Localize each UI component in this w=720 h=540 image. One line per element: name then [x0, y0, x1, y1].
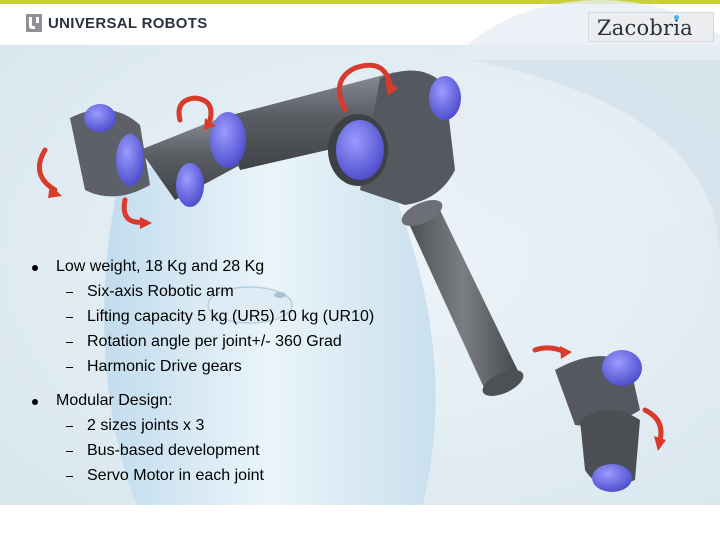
zacobria-dot-icon — [674, 15, 679, 20]
sub-item-text: Six-axis Robotic arm — [87, 283, 234, 300]
sub-item-text: Rotation angle per joint+/- 360 Grad — [87, 333, 342, 350]
sub-list: 2 sizes joints x 3 Bus-based development… — [56, 416, 452, 486]
sub-item: Harmonic Drive gears — [56, 357, 452, 377]
sub-item-text: Servo Motor in each joint — [87, 467, 264, 484]
dash-icon — [66, 317, 73, 318]
sub-item-text: Harmonic Drive gears — [87, 358, 242, 375]
bullet-item: Low weight, 18 Kg and 28 Kg Six-axis Rob… — [32, 257, 452, 377]
ur-mark-icon — [26, 14, 42, 32]
universal-robots-wordmark: UNIVERSAL ROBOTS — [48, 15, 208, 32]
sub-item: Rotation angle per joint+/- 360 Grad — [56, 332, 452, 352]
joint-cap — [336, 120, 384, 180]
sub-item: Lifting capacity 5 kg (UR5) 10 kg (UR10) — [56, 307, 452, 327]
universal-robots-logo: UNIVERSAL ROBOTS — [26, 14, 208, 32]
upper-arm — [220, 72, 415, 170]
dash-icon — [66, 342, 73, 343]
sub-item-text: Bus-based development — [87, 442, 260, 459]
dash-icon — [66, 426, 73, 427]
bullet-dot-icon — [32, 265, 38, 271]
dash-icon — [66, 451, 73, 452]
sub-item-text: Lifting capacity 5 kg (UR5) 10 kg (UR10) — [87, 308, 375, 325]
sub-item: Bus-based development — [56, 441, 452, 461]
bullet-item: Modular Design: 2 sizes joints x 3 Bus-b… — [32, 391, 452, 486]
bullet-dot-icon — [32, 399, 38, 405]
dash-icon — [66, 367, 73, 368]
dash-icon — [66, 476, 73, 477]
bullet-list: Low weight, 18 Kg and 28 Kg Six-axis Rob… — [32, 257, 452, 491]
sub-list: Six-axis Robotic arm Lifting capacity 5 … — [56, 282, 452, 377]
bullet-text: Modular Design: — [56, 392, 173, 409]
lower-arm — [405, 208, 520, 391]
sub-item: Six-axis Robotic arm — [56, 282, 452, 302]
sub-item: Servo Motor in each joint — [56, 466, 452, 486]
bullet-text: Low weight, 18 Kg and 28 Kg — [56, 258, 265, 275]
sub-item-text: 2 sizes joints x 3 — [87, 417, 205, 434]
dash-icon — [66, 292, 73, 293]
zacobria-wordmark: Zacobria — [597, 16, 693, 40]
zacobria-logo: Zacobria — [588, 12, 714, 42]
sub-item: 2 sizes joints x 3 — [56, 416, 452, 436]
accent-top-line — [0, 0, 720, 4]
